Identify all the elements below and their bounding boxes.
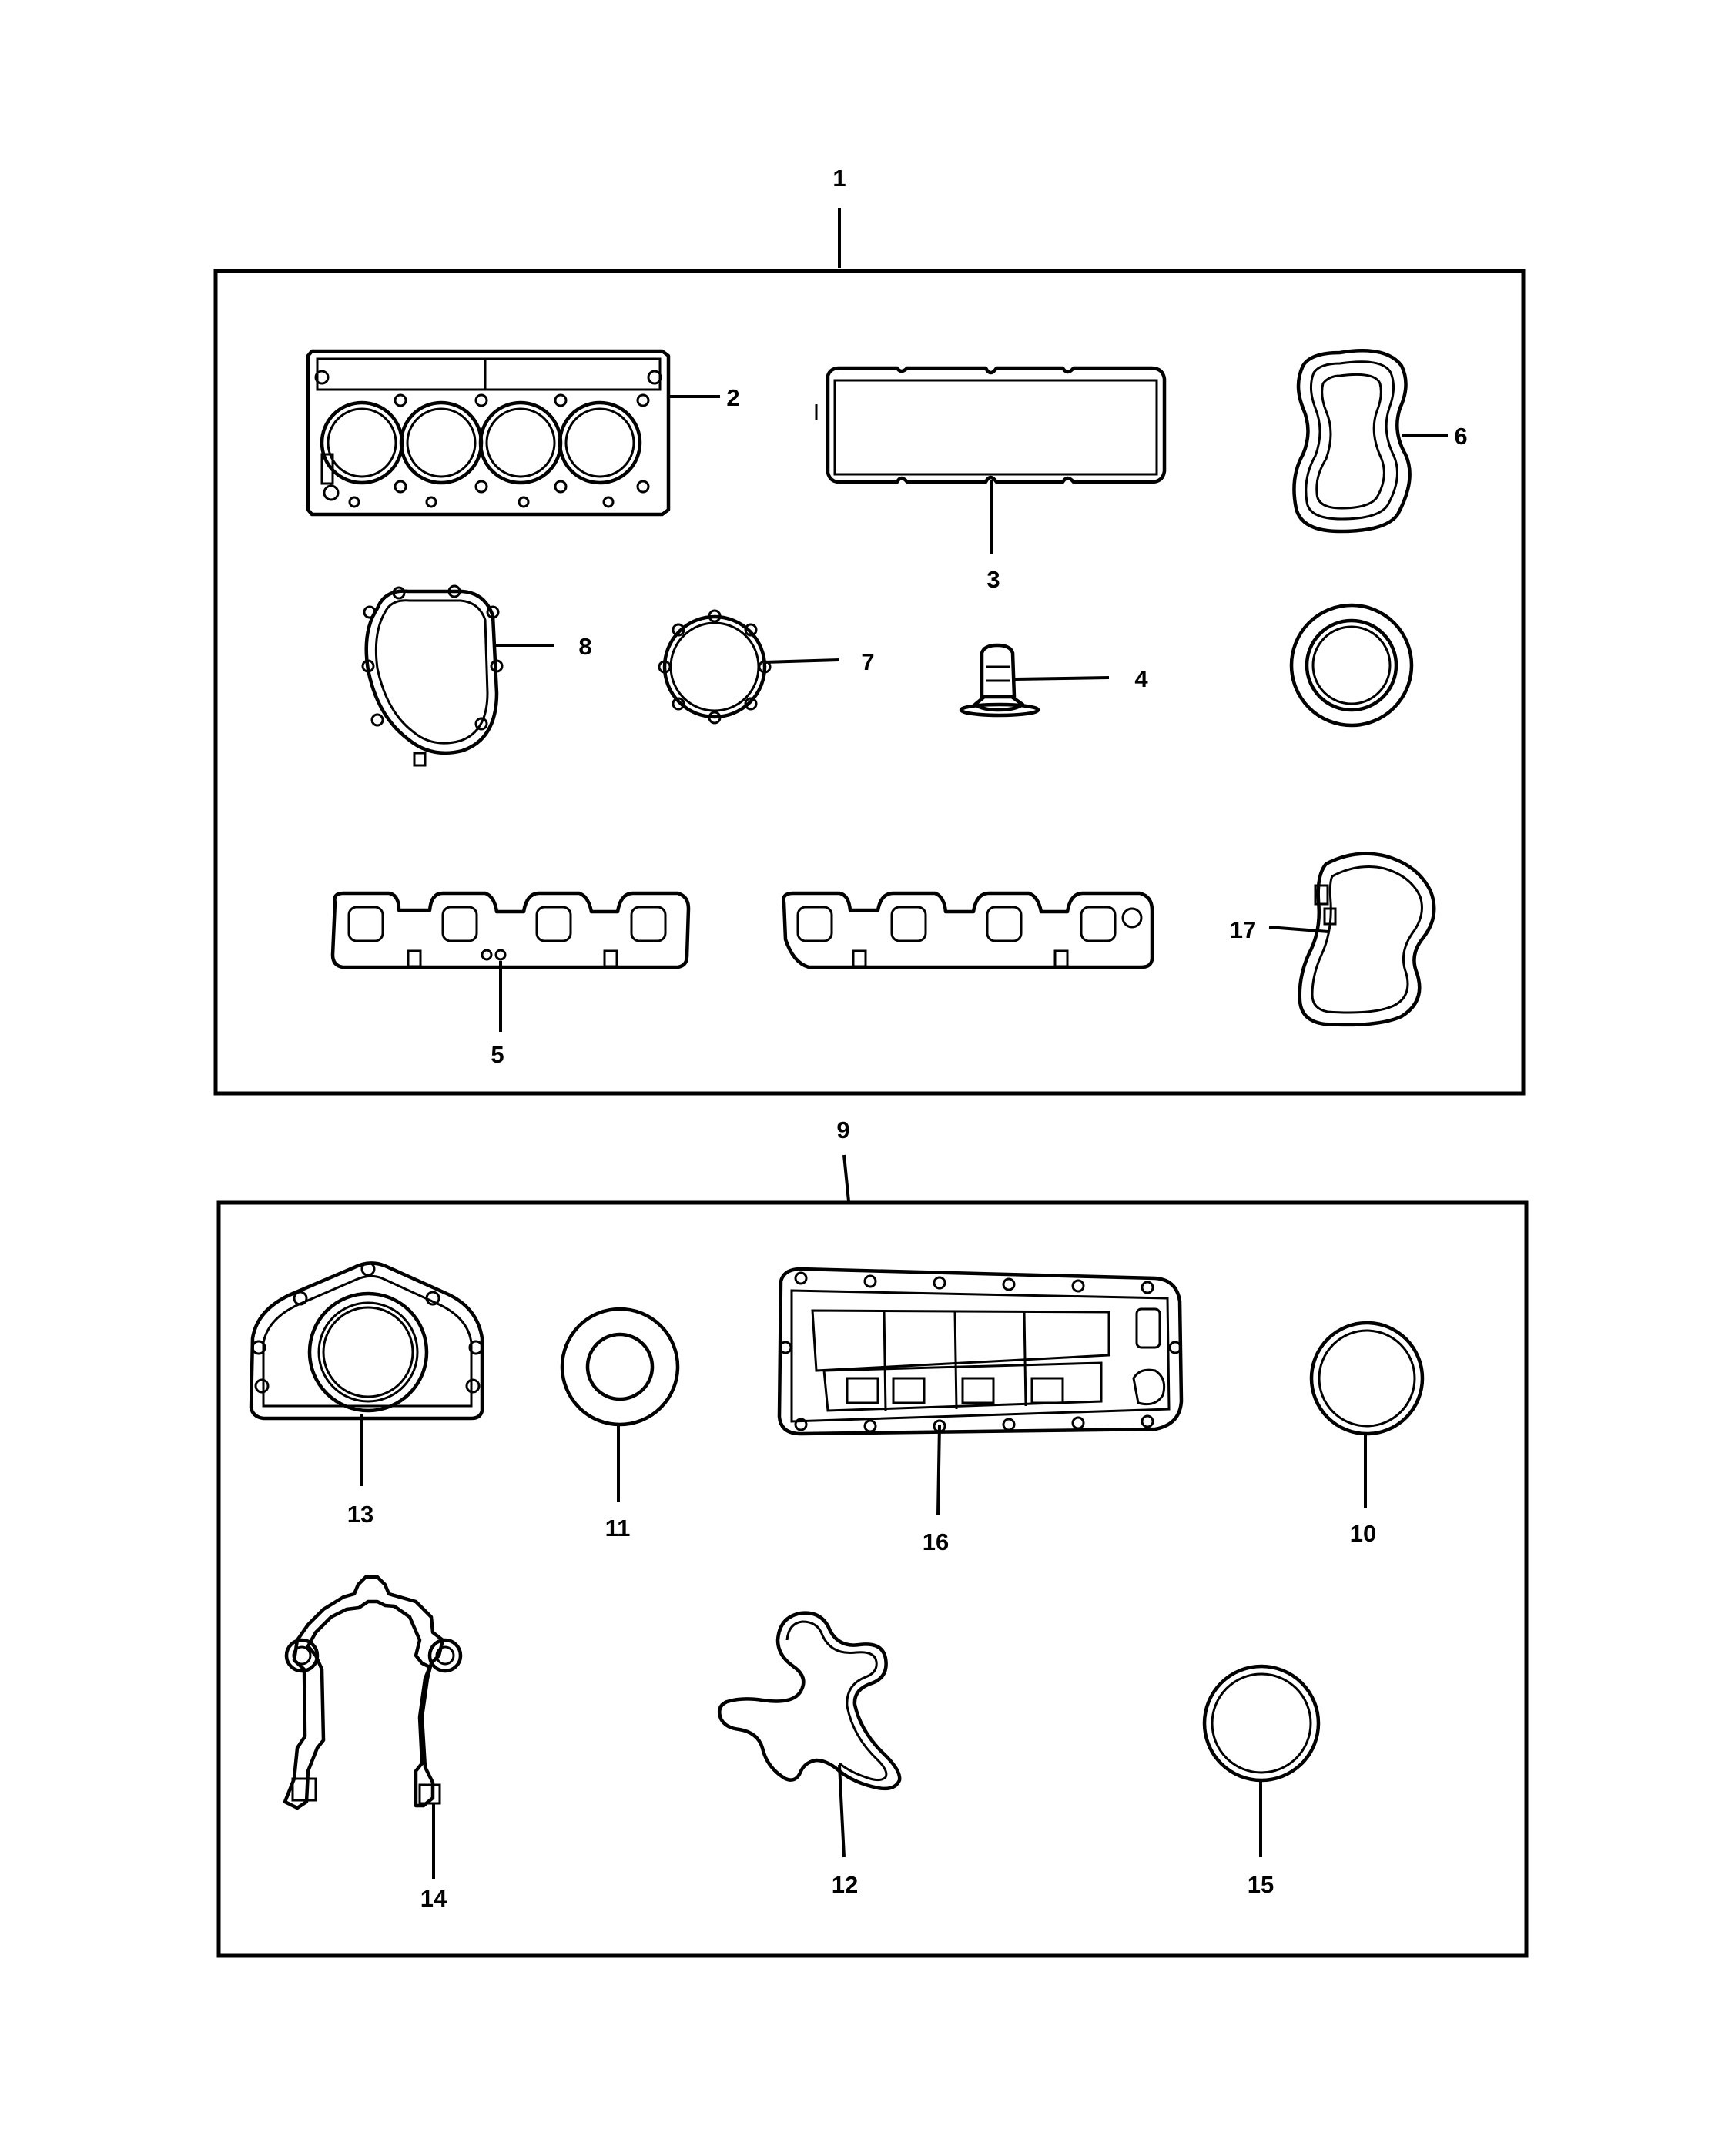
crankshaft-seal[interactable]: [1289, 603, 1414, 728]
oil-pan-gasket[interactable]: [777, 1267, 1184, 1436]
callout-16: 16: [923, 1528, 949, 1555]
o-ring-seal-10[interactable]: [1309, 1321, 1425, 1436]
callout-15: 15: [1248, 1871, 1274, 1898]
kit-frame-1: [213, 208, 1526, 1096]
callout-10: 10: [1350, 1520, 1376, 1547]
callout-7: 7: [861, 648, 874, 675]
callout-14: 14: [420, 1885, 447, 1912]
water-pump-gasket[interactable]: [718, 1611, 902, 1791]
callout-9: 9: [836, 1116, 849, 1143]
cover-gasket[interactable]: [361, 584, 504, 767]
callout-8: 8: [578, 633, 591, 660]
callout-1: 1: [832, 165, 846, 192]
callout-4: 4: [1134, 665, 1148, 692]
rear-seal-retainer[interactable]: [249, 1261, 484, 1421]
kit-frame-9: [216, 1154, 1529, 1958]
callout-5: 5: [491, 1041, 504, 1068]
callout-17: 17: [1230, 916, 1256, 943]
timing-cover-seal[interactable]: [560, 1307, 680, 1427]
o-ring-seal-15[interactable]: [1202, 1664, 1321, 1783]
exhaust-manifold-gasket-right[interactable]: [782, 891, 1154, 969]
callout-11: 11: [605, 1515, 631, 1542]
callout-labels: 1 2 3 4 5 6 7 8 9 10 11 12 13 14 15 16 1…: [347, 165, 1468, 1912]
exhaust-manifold-gasket-left[interactable]: [330, 891, 691, 969]
callout-6: 6: [1454, 423, 1467, 450]
ring-gasket-tabbed[interactable]: [658, 609, 772, 725]
timing-cover-gasket[interactable]: [283, 1575, 463, 1810]
callout-13: 13: [347, 1501, 373, 1528]
callout-2: 2: [726, 384, 739, 411]
valve-stem-seal[interactable]: [959, 643, 1040, 718]
figure-eight-seal[interactable]: [1292, 349, 1412, 534]
valve-cover-gasket[interactable]: [815, 366, 1167, 484]
callout-3: 3: [986, 566, 1000, 593]
callout-12: 12: [832, 1871, 858, 1898]
coolant-housing-gasket[interactable]: [1298, 852, 1436, 1027]
cylinder-head-gasket[interactable]: [306, 349, 671, 517]
